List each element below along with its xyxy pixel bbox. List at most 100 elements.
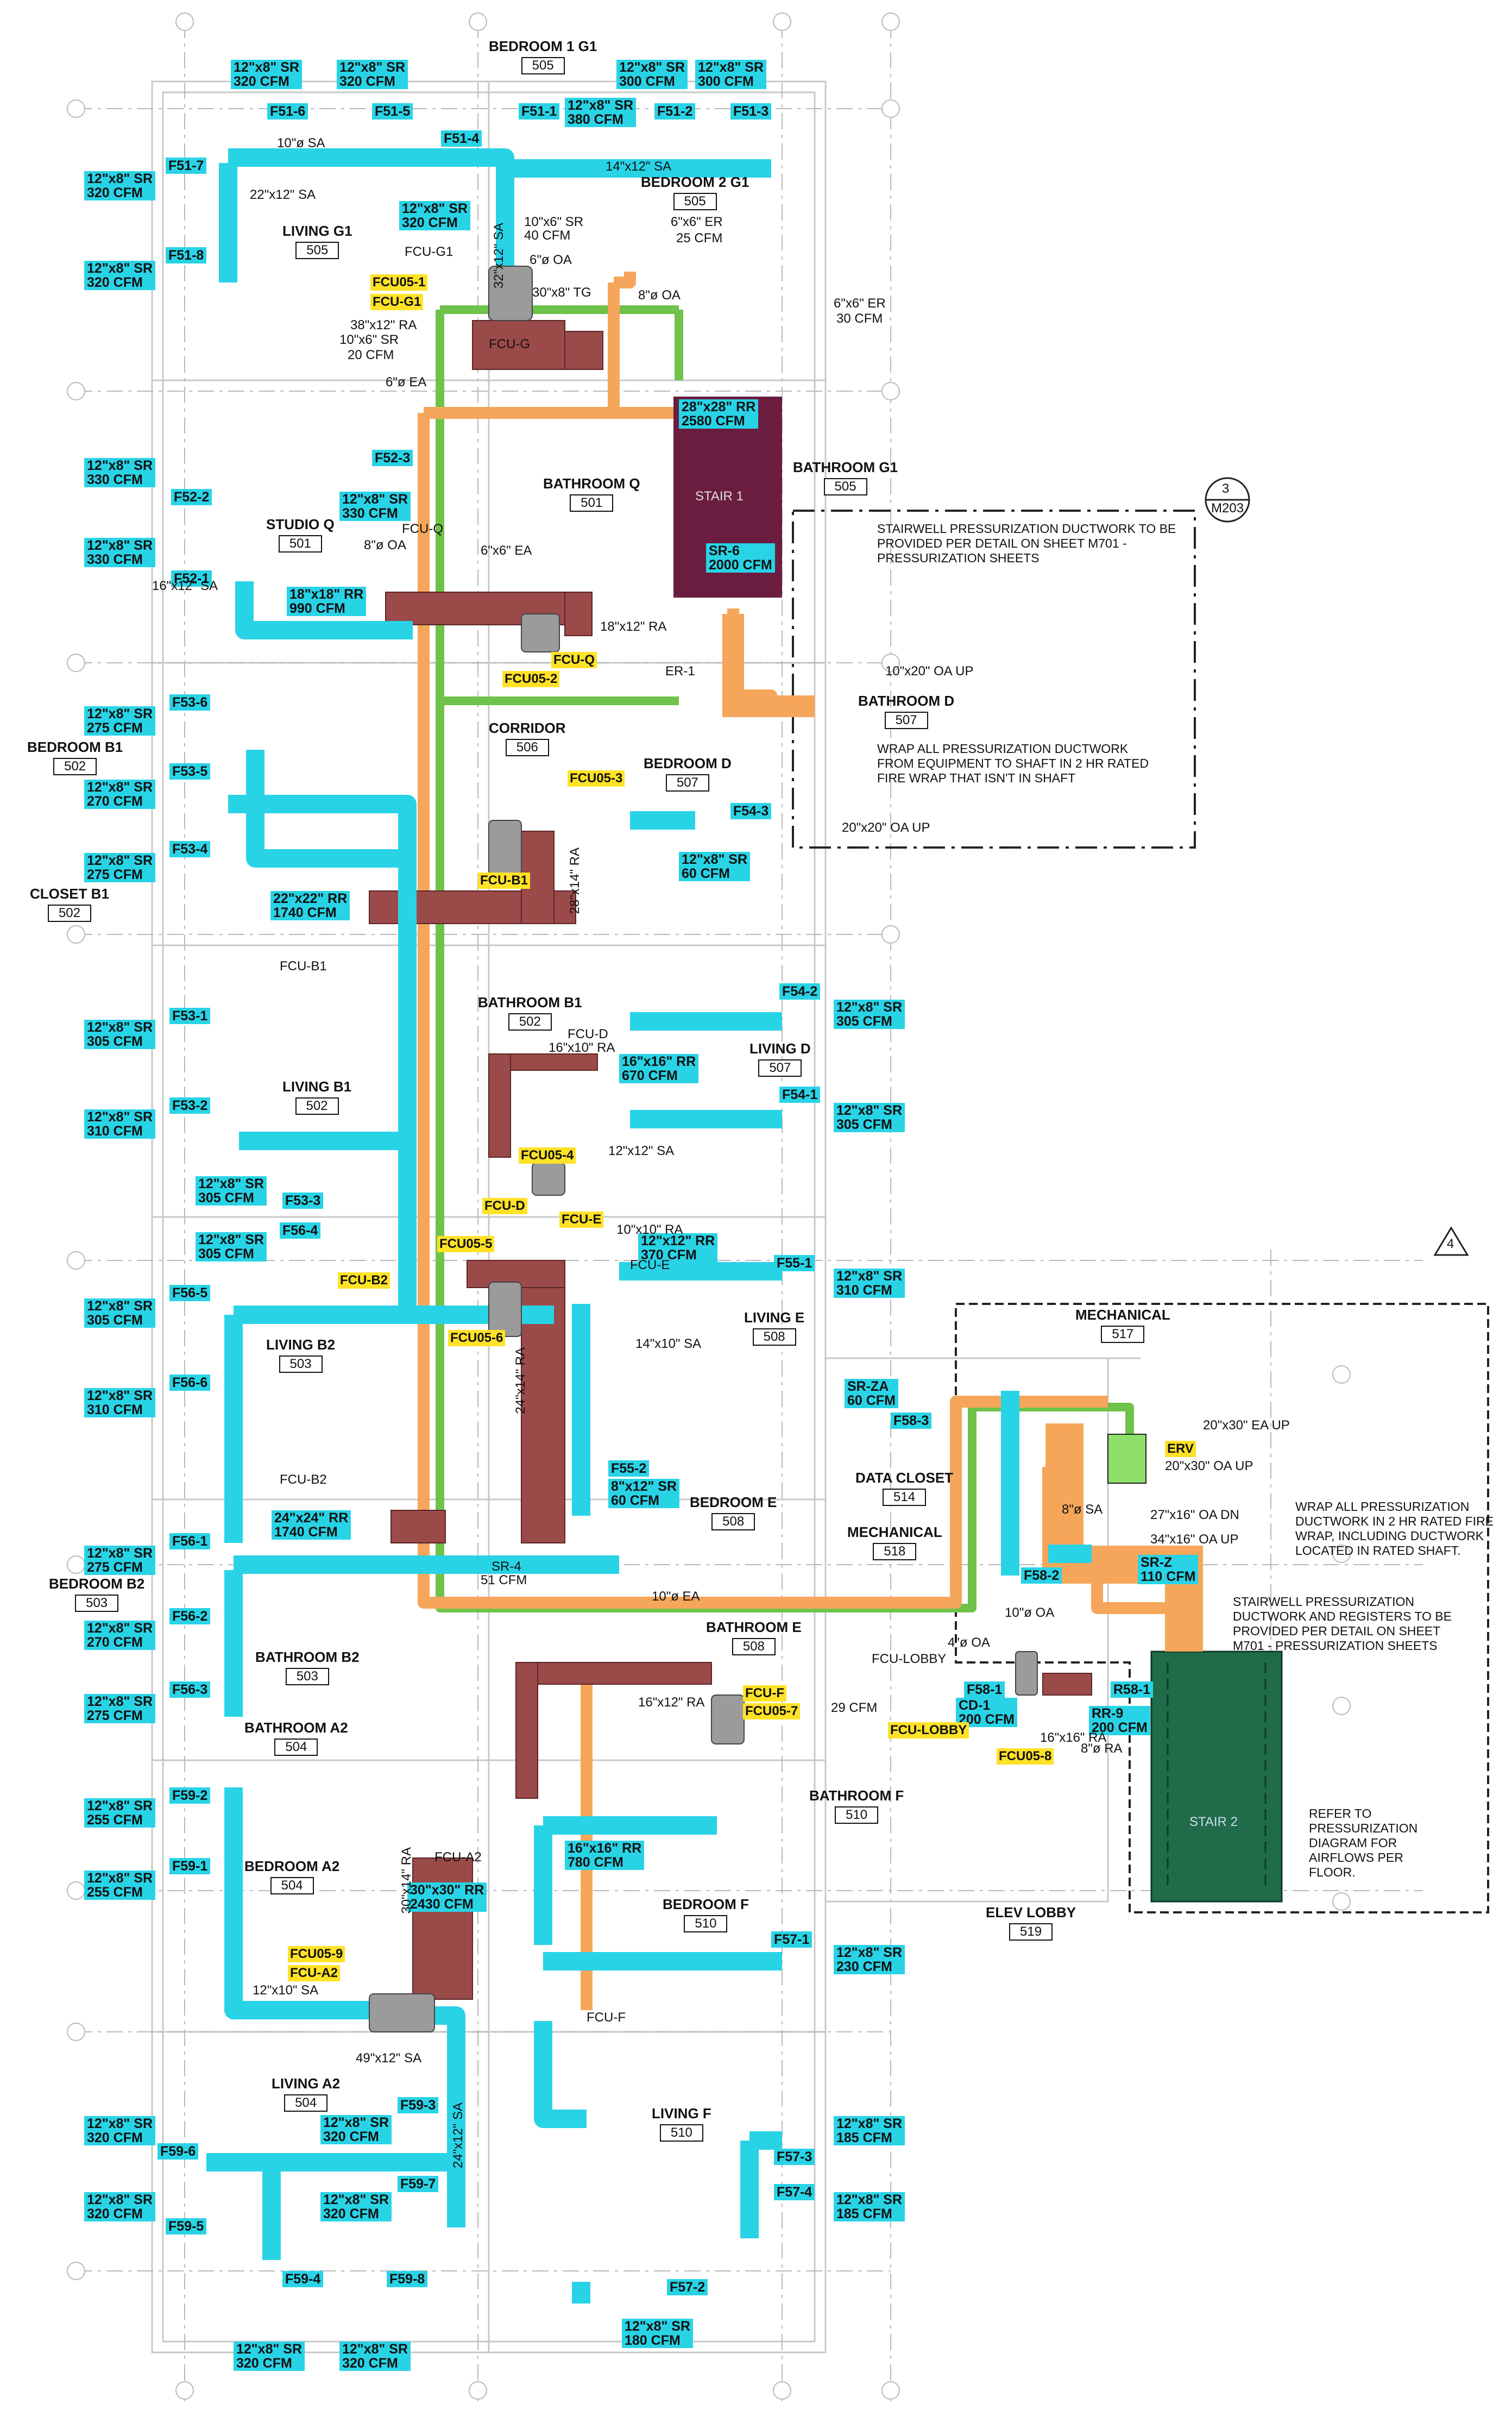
duct-label: FCU-F (587, 2010, 626, 2025)
duct-label: 40 CFM (524, 228, 571, 243)
diffuser-tag: F59-7 (398, 2176, 439, 2192)
diffuser-tag: F54-2 (779, 983, 821, 1000)
diffuser-tag: F51-8 (166, 247, 207, 263)
section-callout-number: 3 (1222, 481, 1230, 496)
stair-2 (1150, 1650, 1283, 1903)
equipment-tag: FCU05-1 (370, 274, 428, 291)
diffuser-tag: F58-2 (1021, 1567, 1062, 1584)
erv-unit (1107, 1434, 1146, 1484)
fcu-units (369, 266, 1038, 2032)
equipment-tag: FCU-LOBBY (888, 1722, 969, 1739)
duct-label: 22"x12" SA (250, 187, 316, 202)
duct-label: FCU-G1 (405, 244, 453, 259)
supply-ducts (206, 148, 1092, 2304)
duct-label: 24"x14" RA (513, 1347, 528, 1414)
duct-label: 16"x16" RA (1040, 1730, 1107, 1745)
diffuser-tag: F59-2 (169, 1787, 211, 1804)
diffuser-tag: F59-4 (282, 2271, 324, 2287)
stair-2-label: STAIR 2 (1189, 1815, 1238, 1829)
duct-label: 8"ø RA (1081, 1741, 1123, 1756)
duct-label: 34"x16" OA UP (1150, 1532, 1239, 1547)
diffuser-tag: F57-4 (774, 2184, 815, 2200)
general-note: STAIRWELL PRESSURIZATION DUCTWORK AND RE… (1233, 1595, 1452, 1653)
diffuser-tag: F52-2 (171, 489, 212, 505)
diffuser-tag: F53-1 (169, 1008, 211, 1024)
equipment-tag: FCU05-4 (519, 1147, 576, 1164)
duct-label: 16"x12" SA (152, 579, 218, 593)
architectural-background (151, 80, 1141, 2353)
diffuser-tag: F53-4 (169, 841, 211, 857)
diffuser-tag: F58-1 (964, 1681, 1005, 1698)
equipment-tag: FCU-D (482, 1198, 527, 1214)
diffuser-tag: F51-3 (730, 103, 772, 120)
equipment-tag: FCU-E (559, 1212, 604, 1228)
mechanical-cloud-boundary (955, 1303, 1489, 1913)
duct-label: 51 CFM (481, 1573, 527, 1587)
duct-label: FCU-B1 (280, 959, 327, 974)
duct-label: 10"x10" RA (616, 1222, 683, 1237)
duct-label: 10"x6" SR (524, 215, 584, 229)
equipment-tag: FCU05-8 (997, 1748, 1054, 1765)
diffuser-tag: F51-7 (166, 158, 207, 174)
equipment-tag: FCU05-7 (743, 1703, 801, 1719)
general-note: WRAP ALL PRESSURIZATION DUCTWORK IN 2 HR… (1295, 1499, 1494, 1558)
diffuser-tag: F56-6 (169, 1375, 211, 1391)
general-note: WRAP ALL PRESSURIZATION DUCTWORK FROM EQ… (877, 742, 1149, 785)
duct-label: 4"ø OA (948, 1635, 990, 1650)
equipment-tag: FCU-B1 (478, 873, 530, 889)
diffuser-tag: F57-2 (667, 2279, 708, 2295)
diffuser-tag: F52-3 (372, 450, 413, 466)
duct-label: 49"x12" SA (356, 2051, 422, 2066)
duct-label: 6"x6" ER (834, 296, 886, 311)
duct-label: 10"x20" OA UP (885, 664, 974, 679)
grid-bubbles (67, 12, 1351, 2400)
diffuser-tag: F56-3 (169, 1681, 211, 1698)
duct-label: FCU-A2 (434, 1850, 482, 1865)
duct-label: 20"x20" OA UP (842, 820, 930, 835)
diffuser-tag: F56-4 (280, 1222, 321, 1239)
duct-label: SR-4 (492, 1559, 521, 1574)
diffuser-tag: F59-6 (158, 2143, 199, 2160)
duct-label: FCU-B2 (280, 1472, 327, 1487)
diffuser-tag: F51-6 (267, 103, 308, 120)
duct-label: 6"ø OA (530, 253, 572, 267)
